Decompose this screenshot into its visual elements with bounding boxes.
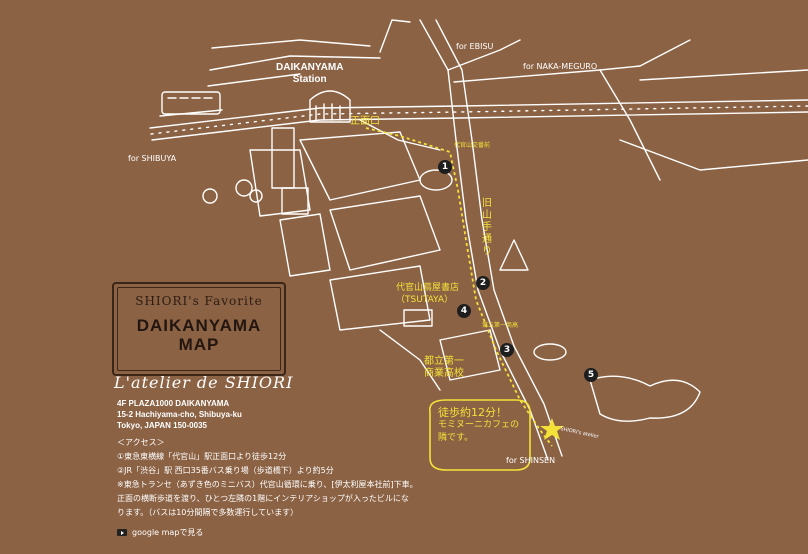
marker-2[interactable]: 2 (476, 276, 490, 290)
shop-sketch (419, 169, 453, 191)
block (279, 213, 331, 277)
google-map-label: google mapで見る (132, 528, 204, 537)
school-label: 都立第一 商業高校 (424, 356, 464, 379)
main-exit-label: 正面口 (350, 116, 380, 127)
block (329, 195, 441, 271)
marker-3[interactable]: 3 (500, 343, 514, 357)
marker-5[interactable]: 5 (584, 368, 598, 382)
main-road (419, 19, 549, 461)
railway (151, 111, 808, 141)
police-box-label: 代官山交番前 (454, 142, 491, 149)
direction-shinsen: for SHINSEN (506, 456, 556, 465)
address-block: 4F PLAZA1000 DAIKANYAMA 15-2 Hachiyama-c… (117, 399, 242, 430)
road (211, 39, 371, 49)
road (379, 19, 411, 53)
access-info: ＜アクセス＞ ①東急東横線「代官山」駅正面口より徒歩12分 ②JR「渋谷」駅 西… (117, 438, 418, 517)
station-icon (309, 90, 351, 123)
railway (149, 99, 808, 129)
brand-logo: L'atelier de SHIORI (114, 373, 294, 392)
walking-route (365, 127, 553, 447)
train-icon (161, 91, 221, 115)
callout-bubble (429, 399, 531, 471)
title-line2: MAP (178, 335, 220, 354)
building-icon (271, 127, 295, 189)
tree-icon (235, 179, 253, 197)
block (329, 265, 431, 331)
access-heading: ＜アクセス＞ (117, 438, 165, 447)
bus-stop-label: 第五第一商高 (482, 322, 519, 329)
station-label: DAIKANYAMA Station (276, 62, 344, 85)
park-sketch (589, 375, 701, 422)
marker-4[interactable]: 4 (457, 304, 471, 318)
star-icon (540, 418, 564, 440)
title-favorite: SHIORI's Favorite (135, 294, 263, 308)
map-title-box: SHIORI's Favorite DAIKANYAMA MAP (112, 282, 286, 376)
railway-ties (150, 105, 808, 135)
block (249, 149, 311, 217)
google-map-link[interactable]: google mapで見る (117, 527, 203, 538)
callout-text: 徒歩約12分！ モミヌーニカフェの 隣です。 (438, 406, 520, 443)
play-icon (117, 529, 127, 536)
road (207, 73, 301, 87)
road (209, 55, 381, 71)
main-road (435, 19, 563, 457)
tree-sketch (499, 239, 529, 271)
direction-ebisu: for EBISU (456, 42, 494, 51)
marker-1[interactable]: 1 (438, 160, 452, 174)
tsutaya-label: 代官山蔦屋書店 （TSUTAYA） (396, 283, 460, 305)
direction-naka-meguro: for NAKA-MEGURO (523, 62, 598, 71)
direction-shibuya: for SHIBUYA (128, 154, 177, 163)
title-line1: DAIKANYAMA (136, 316, 262, 335)
street-label: 旧 山 手 通 り (482, 198, 492, 257)
school-block (439, 329, 501, 381)
block (299, 131, 421, 201)
